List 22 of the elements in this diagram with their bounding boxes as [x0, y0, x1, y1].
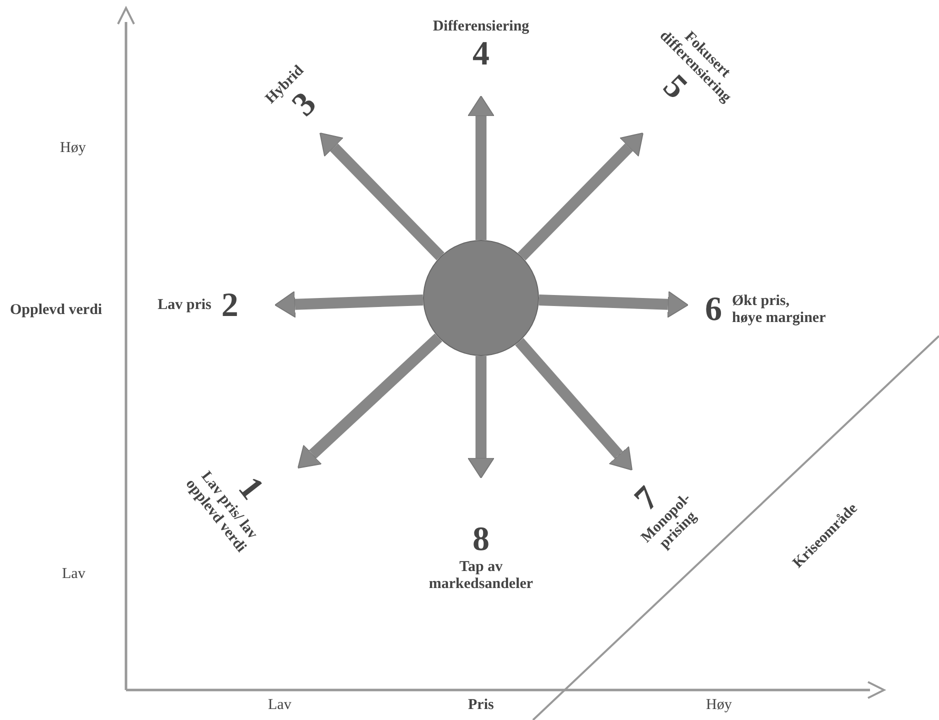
strategy-label: Tap av markedsandeler: [428, 558, 534, 594]
arrow: [298, 333, 442, 468]
axis-tick-label: Lav: [268, 697, 292, 714]
arrow: [515, 338, 632, 470]
strategy-number: 4: [472, 38, 490, 72]
strategy-label: Differensiering: [432, 18, 530, 36]
arrow: [468, 96, 494, 240]
arrow: [320, 132, 444, 260]
strategy-number: 8: [472, 522, 490, 557]
strategy-number: 6: [705, 293, 722, 327]
arrow: [538, 290, 688, 318]
arrow: [468, 356, 494, 478]
arrow: [518, 132, 644, 260]
axis-title: Opplevd verdi: [10, 302, 104, 320]
axis-title: Pris: [468, 697, 494, 714]
axis-tick-label: Lav: [62, 566, 86, 584]
strategy-number: 2: [221, 289, 238, 323]
strategy-label: Økt pris, høye marginer: [732, 292, 827, 328]
arrow: [274, 290, 424, 318]
strategy-label: Lav pris: [158, 297, 212, 315]
axis-tick-label: Høy: [60, 140, 86, 158]
axis-tick-label: Høy: [706, 697, 732, 714]
